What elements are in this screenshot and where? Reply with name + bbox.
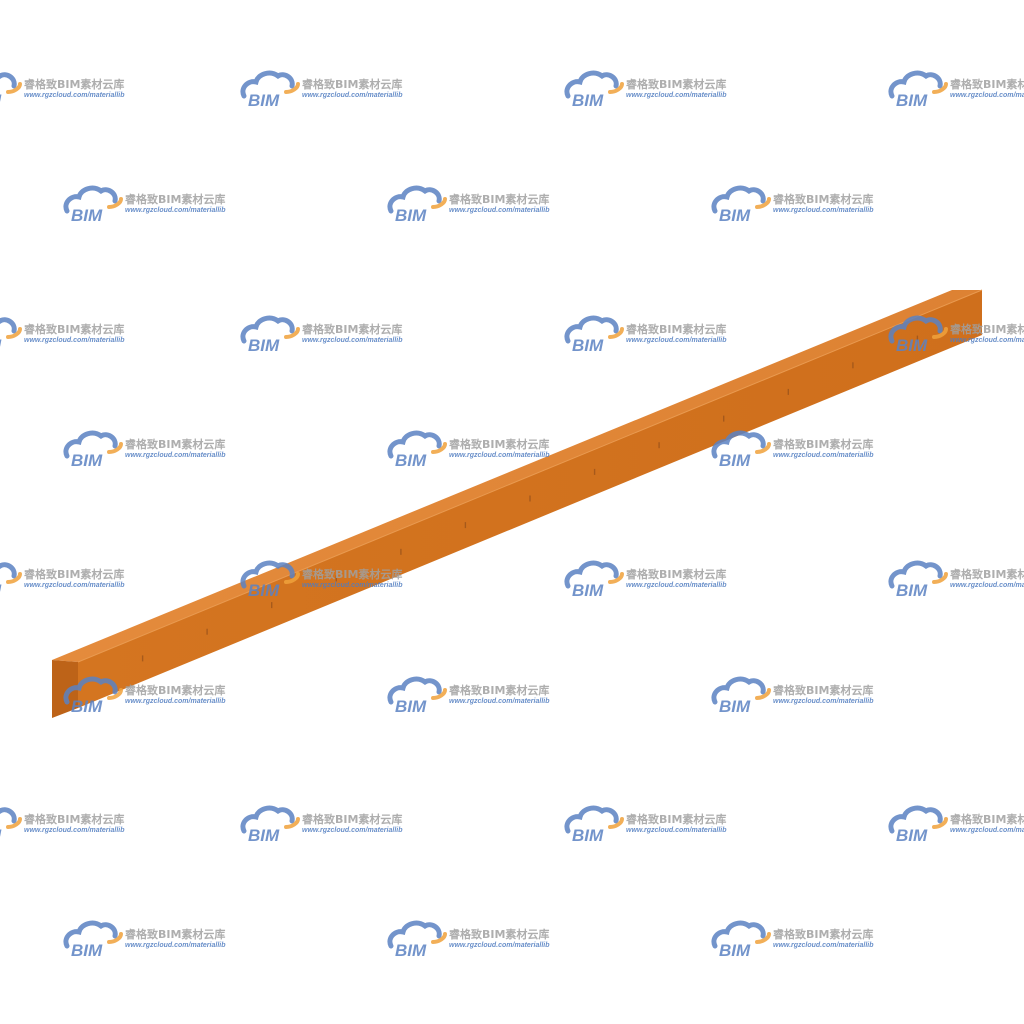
- beam-end-face: [52, 660, 78, 718]
- beam-top-face: [52, 290, 982, 662]
- beam-edge: [77, 289, 983, 663]
